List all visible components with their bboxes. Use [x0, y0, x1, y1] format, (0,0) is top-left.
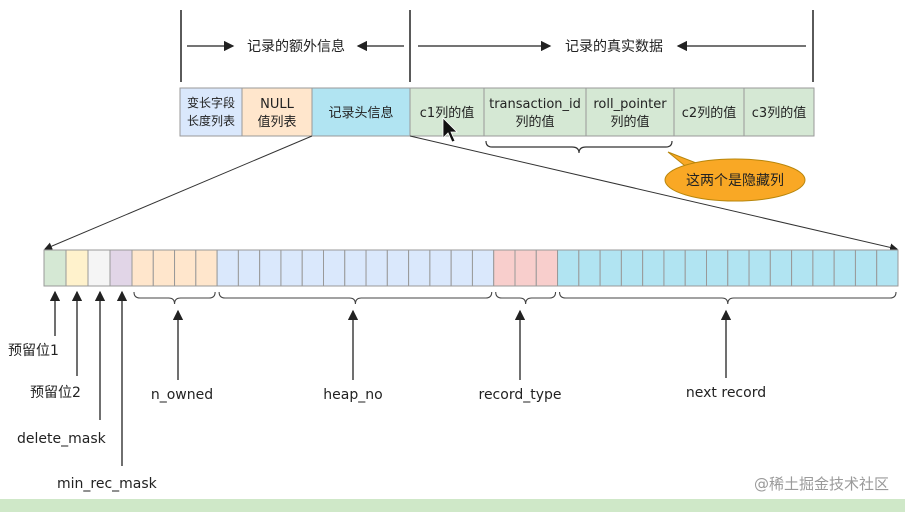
- record-row: [179, 87, 815, 137]
- n-owned-bit-cell: [131, 249, 154, 287]
- n-owned-bit-cell: [195, 249, 218, 287]
- next-record-bit-cell: [642, 249, 665, 287]
- roll-pointer-text-1: roll_pointer: [593, 97, 667, 112]
- heap-no-bit-cell: [259, 249, 282, 287]
- next-record-bit-cell: [684, 249, 708, 287]
- delete-mask-label: delete_mask: [17, 431, 107, 447]
- next-record-label: next record: [686, 385, 766, 401]
- c2-text: c2列的值: [682, 105, 736, 121]
- next-record-bit-cell: [791, 249, 814, 287]
- record-type-bit-cell: [535, 249, 559, 287]
- header-info-box: [311, 87, 411, 137]
- bit-row: [43, 249, 899, 287]
- next-record-bit-cell: [727, 249, 750, 287]
- real-data-label: 记录的真实数据: [565, 39, 663, 55]
- min-rec-mask-label: min_rec_mask: [57, 476, 158, 492]
- next-record-bit-cell: [557, 249, 580, 287]
- record-type-label: record_type: [479, 387, 562, 403]
- roll-pointer-box: [585, 87, 675, 137]
- heap-no-label: heap_no: [323, 387, 382, 403]
- heap-no-bit-cell: [429, 249, 452, 287]
- heap-no-bit-cell: [216, 249, 239, 287]
- expand-line-right: [409, 135, 898, 252]
- reserved2-label: 预留位2: [30, 385, 81, 401]
- watermark: @稀土掘金技术社区: [753, 475, 889, 493]
- heap-no-bit-cell: [323, 249, 346, 287]
- expand-line-left: [44, 135, 313, 250]
- transaction-id-box: [483, 87, 587, 137]
- callout-text: 这两个是隐藏列: [686, 172, 784, 189]
- heap-no-brace: [218, 291, 493, 305]
- c3-box: [743, 87, 815, 137]
- n-owned-bit-cell: [174, 249, 197, 287]
- record-type-bit-cell: [493, 249, 516, 287]
- next-record-bit-cell: [578, 249, 601, 287]
- next-record-bit-cell: [620, 249, 644, 287]
- transaction-id-text-1: transaction_id: [489, 97, 581, 112]
- heap-no-bit-cell: [450, 249, 473, 287]
- null-list-box: [241, 87, 313, 137]
- bit-group-braces: [133, 291, 897, 305]
- next-record-bit-cell: [706, 249, 729, 287]
- transaction-id-text-2: 列的值: [515, 114, 554, 130]
- flag-bit-cell: [43, 249, 67, 287]
- heap-no-bit-cell: [408, 249, 431, 287]
- next-record-bit-cell: [876, 249, 899, 287]
- varlen-text-1: 变长字段: [187, 95, 235, 110]
- bottom-bar: [0, 499, 905, 512]
- heap-no-bit-cell: [237, 249, 261, 287]
- n-owned-brace: [133, 291, 216, 305]
- next-record-bit-cell: [748, 249, 771, 287]
- heap-no-bit-cell: [471, 249, 495, 287]
- c3-text: c3列的值: [752, 105, 806, 121]
- next-record-bit-cell: [854, 249, 878, 287]
- roll-pointer-text-2: 列的值: [610, 114, 649, 130]
- reserved1-label: 预留位1: [8, 343, 59, 359]
- n-owned-label: n_owned: [151, 387, 213, 403]
- hidden-columns-brace: [485, 140, 673, 154]
- flag-bit-cell: [87, 249, 111, 287]
- next-record-bit-cell: [663, 249, 686, 287]
- null-list-text-1: NULL: [260, 97, 294, 112]
- mouse-cursor-icon: [442, 117, 458, 143]
- callout-bubble: [664, 158, 806, 202]
- varlen-text-2: 长度列表: [187, 113, 235, 128]
- heap-no-bit-cell: [386, 249, 410, 287]
- record-type-brace: [495, 291, 557, 305]
- flag-bit-cell: [65, 249, 89, 287]
- heap-no-bit-cell: [344, 249, 367, 287]
- next-record-brace: [559, 291, 897, 305]
- heap-no-bit-cell: [301, 249, 325, 287]
- next-record-bit-cell: [769, 249, 793, 287]
- heap-no-bit-cell: [280, 249, 303, 287]
- varlen-box: [179, 87, 243, 137]
- null-list-text-2: 值列表: [257, 114, 296, 130]
- n-owned-bit-cell: [152, 249, 176, 287]
- heap-no-bit-cell: [365, 249, 388, 287]
- next-record-bit-cell: [833, 249, 856, 287]
- flag-bit-cell: [109, 249, 133, 287]
- next-record-bit-cell: [812, 249, 835, 287]
- extra-info-label: 记录的额外信息: [247, 38, 345, 55]
- header-info-text: 记录头信息: [328, 105, 393, 121]
- next-record-bit-cell: [599, 249, 622, 287]
- record-type-bit-cell: [514, 249, 537, 287]
- c1-text: c1列的值: [420, 105, 474, 121]
